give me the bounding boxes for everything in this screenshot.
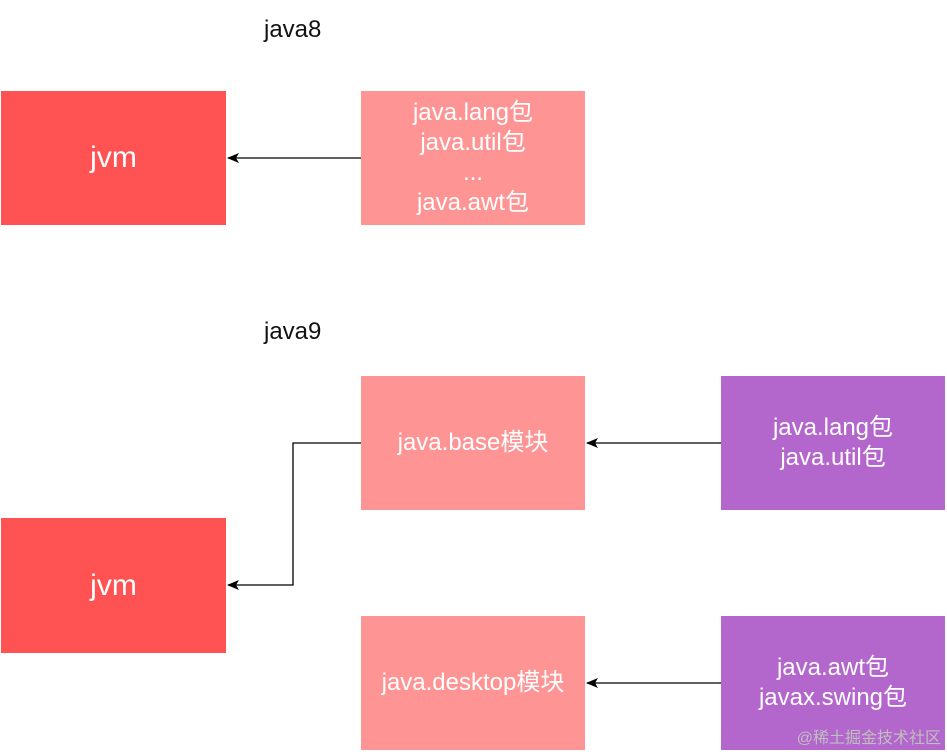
java8-jvm-box: jvm <box>1 91 226 225</box>
section-label-java8: java8 <box>264 16 322 43</box>
java8-jvm-label: jvm <box>90 141 137 175</box>
java9-desktop-packages-box: java.awt包 javax.swing包 <box>721 616 945 750</box>
base-module-label: java.base模块 <box>397 429 549 456</box>
java9-desktop-module-box: java.desktop模块 <box>361 616 585 750</box>
package-label: javax.swing包 <box>758 684 908 711</box>
package-label: java.awt包 <box>416 189 530 216</box>
section-label-java9: java9 <box>264 318 322 345</box>
watermark: @稀土掘金技术社区 <box>796 730 941 747</box>
package-label: java.lang包 <box>412 99 534 126</box>
java9-jvm-box: jvm <box>1 518 226 653</box>
java9-base-module-box: java.base模块 <box>361 376 585 510</box>
package-label: java.awt包 <box>776 654 890 681</box>
java9-jvm-label: jvm <box>90 568 137 602</box>
package-label: java.util包 <box>780 444 886 471</box>
package-label: ... <box>462 159 483 186</box>
java9-base-packages-box: java.lang包 java.util包 <box>721 376 945 510</box>
java8-packages-box: java.lang包 java.util包 ... java.awt包 <box>361 91 585 225</box>
package-label: java.lang包 <box>772 414 894 441</box>
arrow-java9-base-module-to-jvm <box>227 442 361 590</box>
desktop-module-label: java.desktop模块 <box>381 669 565 696</box>
package-label: java.util包 <box>420 129 526 156</box>
